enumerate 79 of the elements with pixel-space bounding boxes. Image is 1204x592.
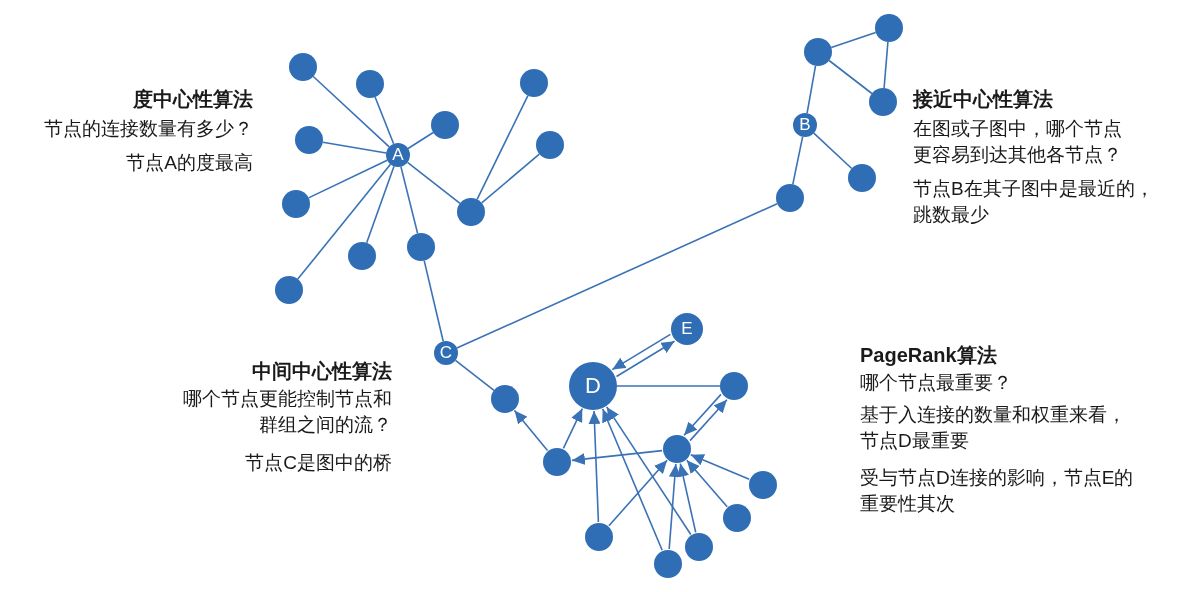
node-circle [749,471,777,499]
node-circle [723,504,751,532]
node-circle [407,233,435,261]
edge-line [297,163,392,280]
edge-line [407,131,434,150]
arrow [513,409,549,452]
edge-line [312,75,390,148]
node-circle [685,533,713,561]
edge-line [322,141,387,154]
node-circle [776,184,804,212]
node-circle [491,385,519,413]
node-circle [875,14,903,42]
question-text: 哪个节点最重要？ [860,371,1013,395]
question-text: 哪个节点更能控制节点和群组之间的流？ [182,387,392,437]
note-text: 基于入连接的数量和权重来看，节点D最重要 [860,403,1127,453]
heading: 接近中心性算法 [913,87,1054,112]
arrow [608,459,668,527]
edge-line [400,165,419,235]
arrow [683,393,722,436]
edge-line [792,136,804,186]
node-circle [585,523,613,551]
node-circle [520,69,548,97]
node-circle [654,550,682,578]
labeled-node-circle: D [569,362,617,410]
labeled-node-circle: E [671,313,703,345]
arrow [605,406,692,536]
node-circle [431,111,459,139]
arrow [615,340,676,378]
heading: 中间中心性算法 [251,359,392,384]
edge-line [454,359,495,392]
node-circle [282,190,310,218]
arrow [677,462,697,534]
question-text: 在图或子图中，哪个节点更容易到达其他各节点？ [913,117,1123,167]
node-circle [356,70,384,98]
node-circle [295,126,323,154]
arrow [686,459,728,508]
labeled-node-circle: A [386,143,410,167]
node-circle [275,276,303,304]
edge-line [476,94,529,201]
note-text: 节点B在其子图中是最近的，跳数最少 [913,177,1155,227]
edge-line [480,153,541,204]
edge-line [406,161,461,205]
node-circle [543,448,571,476]
edge-line [828,59,873,95]
edge-line [883,41,889,89]
arrow [690,454,750,480]
node-circle [663,435,691,463]
node-circle [457,198,485,226]
node-circle [869,88,897,116]
node-circle [804,38,832,66]
heading: 度中心性算法 [132,87,253,112]
labeled-node-circle: B [793,113,817,137]
edge-line [456,203,778,349]
edge-line [813,132,853,170]
heading: PageRank算法 [860,343,998,368]
question-text: 节点的连接数量有多少？ [43,117,253,141]
node-circle [289,53,317,81]
edge-line [365,165,395,244]
edge-line [374,96,395,145]
labeled-node-circle: C [434,341,458,365]
note-text: 节点A的度最高 [125,151,253,175]
arrow [562,407,584,450]
edge-line [307,159,388,199]
node-circle [720,372,748,400]
note-text: 节点C是图中的桥 [244,451,392,475]
arrow [588,410,601,523]
edge-line [423,259,444,343]
arrow [601,408,663,551]
arrow [668,463,681,550]
arrow [689,399,728,442]
arrow [611,333,672,371]
arrow [571,449,663,465]
node-circle [536,131,564,159]
edge-line [830,31,877,49]
edge-line [616,385,721,387]
note-text: 受与节点D连接的影响，节点E的重要性其次 [860,466,1135,516]
node-circle [348,242,376,270]
node-circle [848,164,876,192]
edge-line [806,65,817,114]
